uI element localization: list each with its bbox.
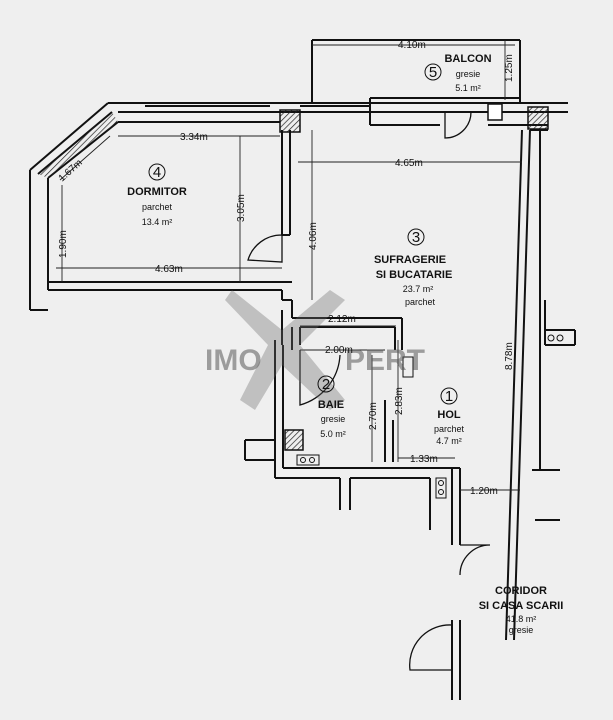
room-hol-number: 1 <box>445 388 453 405</box>
room-baie-finish: gresie <box>321 414 346 424</box>
column-hatch-3 <box>284 429 304 451</box>
door-entry <box>459 544 491 576</box>
dim-balcon-depth: 1.25m <box>504 54 515 82</box>
column-hatch-4 <box>487 103 503 121</box>
door-balcon <box>444 111 472 139</box>
room-sufragerie-name2: SI BUCATARIE <box>376 269 453 281</box>
watermark-x-mark <box>225 290 345 410</box>
room-sufragerie-area: 23.7 m² <box>403 284 434 294</box>
room-hol-name: HOL <box>437 409 461 421</box>
room-baie: 2 BAIE gresie 5.0 m² <box>317 375 346 439</box>
door-baie <box>299 350 341 406</box>
watermark-left: IMO <box>205 344 262 377</box>
dim-baie-height: 2.70m <box>368 402 379 430</box>
dim-hol-width: 1.33m <box>410 454 438 465</box>
dim-living-height: 4.06m <box>308 222 319 250</box>
door-dormitor <box>247 234 283 263</box>
room-hol-finish: parchet <box>434 424 465 434</box>
room-dormitor-number: 4 <box>153 164 161 181</box>
room-baie-number: 2 <box>322 376 330 393</box>
right-wall-a <box>505 129 523 641</box>
room-dormitor-number-circle <box>148 163 166 181</box>
pipe-symbols <box>296 334 564 499</box>
dim-dormitor-bottom: 4.63m <box>155 264 183 275</box>
angled-wall-outer <box>29 102 109 171</box>
room-hol-number-circle <box>440 387 458 405</box>
room-hol-area: 4.7 m² <box>436 436 462 446</box>
dim-total-height: 8.78m <box>504 342 515 370</box>
room-dormitor-finish: parchet <box>142 202 173 212</box>
room-coridor-area: 41.8 m² <box>506 614 537 624</box>
room-dormitor: 4 DORMITOR parchet 13.4 m² <box>127 163 187 227</box>
dimension-lines <box>56 40 522 491</box>
door-coridor <box>409 624 453 671</box>
dim-dormitor-height: 3.05m <box>236 194 247 222</box>
room-coridor-finish: gresie <box>509 625 534 635</box>
room-dormitor-name: DORMITOR <box>127 186 187 198</box>
room-coridor-name2: SI CASA SCARII <box>479 600 564 612</box>
room-balcon: 5 BALCON gresie 5.1 m² <box>424 53 492 93</box>
column-hatch-1 <box>279 109 301 133</box>
room-balcon-name: BALCON <box>444 53 491 65</box>
room-sufragerie-finish: parchet <box>405 297 436 307</box>
dim-dormitor-top: 3.34m <box>180 132 208 143</box>
room-coridor: CORIDOR SI CASA SCARII 41.8 m² gresie <box>479 585 564 635</box>
room-balcon-number: 5 <box>429 64 437 81</box>
column-hatch-2 <box>527 106 549 130</box>
room-balcon-finish: gresie <box>456 69 481 79</box>
room-hol: 1 HOL parchet 4.7 m² <box>434 387 465 446</box>
dim-baie-inner: 2.00m <box>325 345 353 356</box>
room-sufragerie-number: 3 <box>412 229 420 246</box>
watermark-right: PERT <box>345 344 425 377</box>
dim-balcon-width: 4.10m <box>398 40 426 51</box>
dim-hol-height: 2.83m <box>394 387 405 415</box>
doors <box>247 111 491 671</box>
room-dormitor-area: 13.4 m² <box>142 217 173 227</box>
room-balcon-area: 5.1 m² <box>455 83 481 93</box>
dim-living-width: 4.65m <box>395 158 423 169</box>
dim-dormitor-left: 1.90m <box>58 230 69 258</box>
room-sufragerie: 3 SUFRAGERIE SI BUCATARIE 23.7 m² parche… <box>374 228 453 307</box>
room-baie-area: 5.0 m² <box>320 429 346 439</box>
dim-entry-width: 1.20m <box>470 486 498 497</box>
room-balcon-number-circle <box>424 63 442 81</box>
room-baie-name: BAIE <box>318 399 344 411</box>
room-sufragerie-name1: SUFRAGERIE <box>374 254 446 266</box>
angled-window-hatch <box>38 112 118 178</box>
watermark: IMO PERT <box>205 290 425 410</box>
room-coridor-name1: CORIDOR <box>495 585 547 597</box>
dim-baie-outer: 2.12m <box>328 314 356 325</box>
room-baie-number-circle <box>317 375 335 393</box>
room-sufragerie-number-circle <box>407 228 425 246</box>
right-wall-b <box>513 129 531 641</box>
